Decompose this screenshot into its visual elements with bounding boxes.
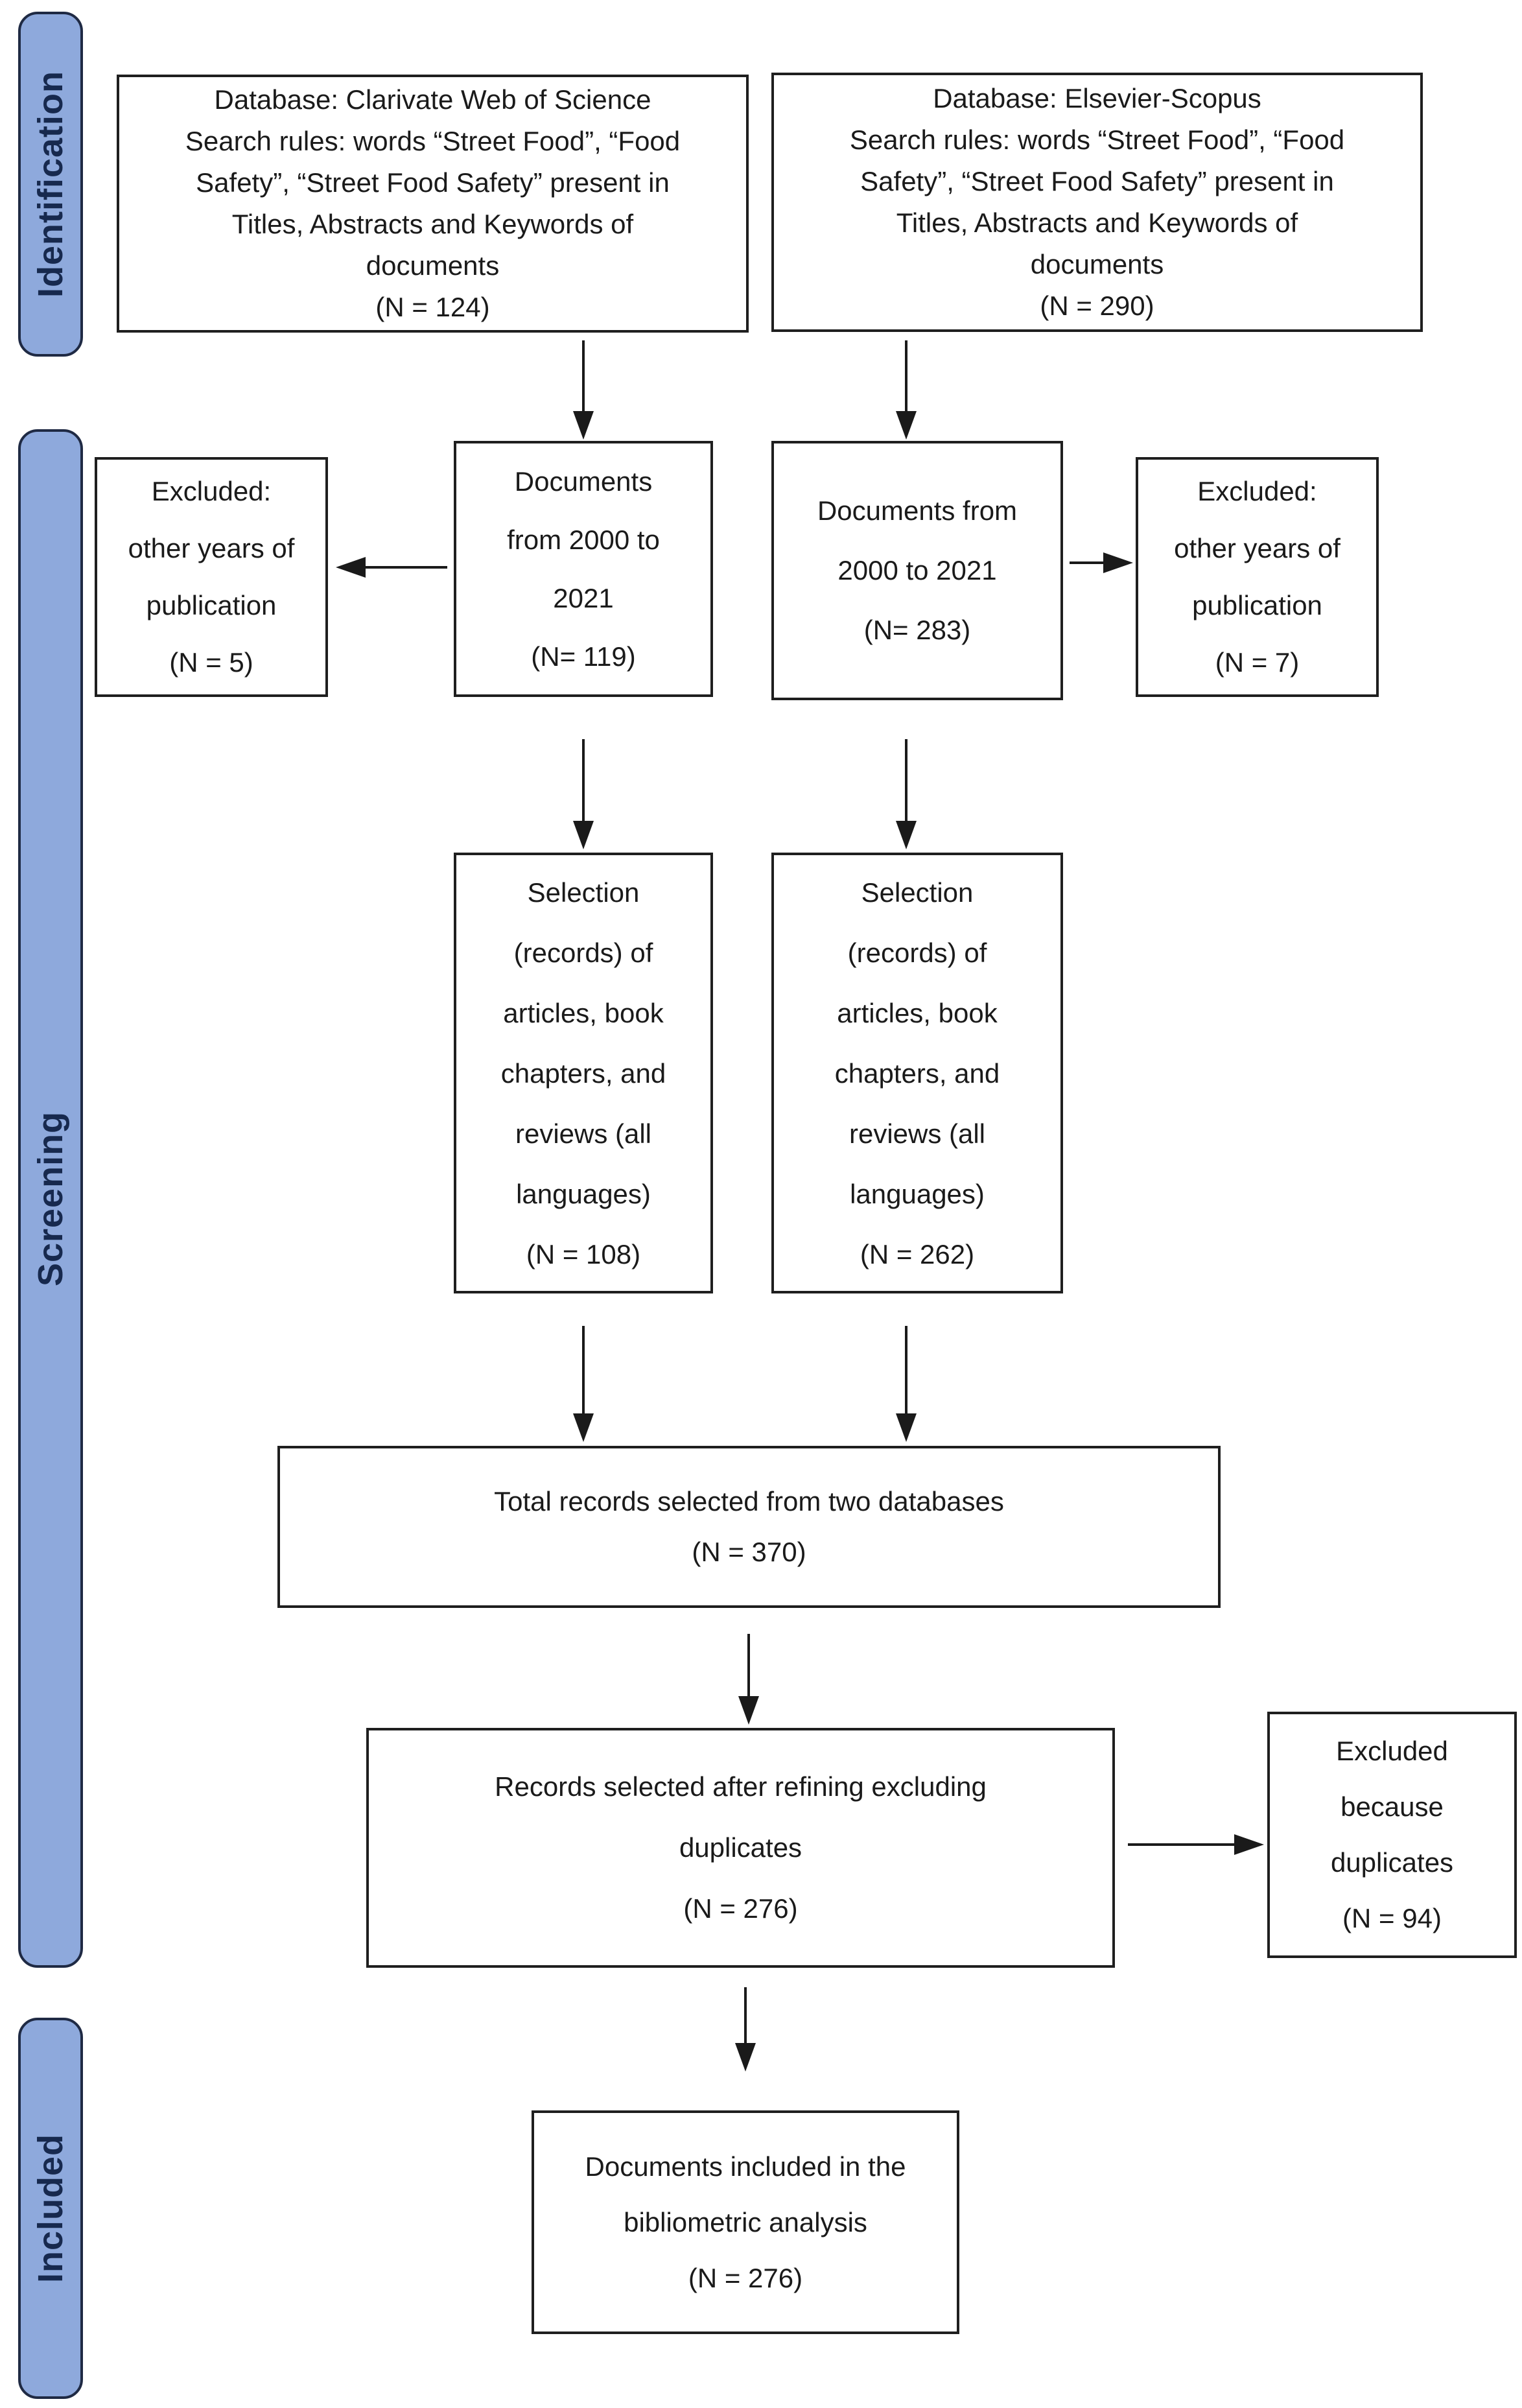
node-total-records: Total records selected from two database… <box>277 1446 1221 1608</box>
arrow-records-to-included <box>735 1987 756 2072</box>
text-line: documents <box>1030 249 1164 279</box>
text-line: 2021 <box>553 582 614 613</box>
text-line: publication <box>146 590 277 620</box>
stage-bar-included: Included <box>18 2018 83 2399</box>
text-line: Safety”, “Street Food Safety” present in <box>860 166 1334 196</box>
text-line: Database: Elsevier-Scopus <box>933 83 1261 113</box>
text-line: Selection <box>527 877 640 908</box>
node-scopus-docs-2000-2021: Documents from 2000 to 2021 (N= 283) <box>771 441 1063 700</box>
text-line: 2000 to 2021 <box>837 555 997 585</box>
text-line: articles, book <box>837 997 998 1028</box>
text-line: Documents included in the <box>585 2151 906 2182</box>
text-line: Excluded: <box>151 476 272 506</box>
text-line: (N = 262) <box>860 1238 975 1269</box>
arrow-scopus-search-to-docs <box>896 340 917 440</box>
text-line: (N = 94) <box>1342 1903 1442 1933</box>
text-line: (N = 370) <box>692 1537 806 1567</box>
stage-bar-screening: Screening <box>18 429 83 1968</box>
arrow-total-to-records <box>738 1634 759 1725</box>
text-line: Documents <box>514 466 653 497</box>
stage-label-included: Included <box>31 2133 71 2284</box>
text-line: Search rules: words “Street Food”, “Food <box>185 126 681 156</box>
text-line: (N = 276) <box>688 2262 803 2293</box>
text-line: Excluded <box>1336 1736 1448 1766</box>
stage-label-identification: Identification <box>31 71 70 298</box>
arrow-scopus-docs-to-excluded-years <box>1070 552 1133 573</box>
arrow-scopus-selection-to-total <box>896 1326 917 1442</box>
text-line: Search rules: words “Street Food”, “Food <box>849 124 1345 155</box>
text-line: because <box>1341 1791 1444 1822</box>
arrow-records-to-excluded-duplicates <box>1128 1834 1264 1855</box>
text-line: (N= 283) <box>863 615 971 645</box>
text-line: Titles, Abstracts and Keywords of <box>231 209 634 239</box>
text-line: documents <box>366 250 500 281</box>
text-line: (N= 119) <box>531 641 636 672</box>
text-line: other years of <box>128 533 295 563</box>
text-line: duplicates <box>1330 1847 1454 1878</box>
text-line: bibliometric analysis <box>624 2206 867 2237</box>
arrow-wos-search-to-docs <box>573 340 594 440</box>
text-line: Titles, Abstracts and Keywords of <box>896 207 1298 238</box>
text-line: other years of <box>1174 533 1341 563</box>
text-line: Documents from <box>817 495 1018 526</box>
text-line: chapters, and <box>500 1057 666 1089</box>
node-records-after-refining: Records selected after refining excludin… <box>366 1728 1115 1968</box>
text-line: languages) <box>850 1178 985 1209</box>
arrow-wos-docs-to-excluded-years <box>336 557 447 578</box>
text-line: (N = 5) <box>169 647 253 678</box>
text-line: (records) of <box>513 937 653 968</box>
text-line: reviews (all <box>515 1118 652 1149</box>
arrow-scopus-docs-to-selection <box>896 739 917 849</box>
text-line: languages) <box>516 1178 651 1209</box>
text-line: Safety”, “Street Food Safety” present in <box>196 167 670 198</box>
text-line: articles, book <box>503 997 664 1028</box>
node-included-documents: Documents included in the bibliometric an… <box>532 2110 959 2334</box>
text-line: (N = 290) <box>1040 290 1154 321</box>
text-line: (N = 108) <box>526 1238 641 1269</box>
text-line: duplicates <box>679 1832 802 1863</box>
node-wos-excluded-years: Excluded: other years of publication (N = 5… <box>95 457 328 697</box>
text-line: reviews (all <box>849 1118 986 1149</box>
text-line: (N = 124) <box>375 292 490 322</box>
text-line: Records selected after refining excludin… <box>495 1771 987 1802</box>
arrow-wos-docs-to-selection <box>573 739 594 849</box>
node-scopus-selection: Selection (records) of articles, book chapt… <box>771 853 1063 1293</box>
stage-label-screening: Screening <box>31 1111 70 1286</box>
text-line: Database: Clarivate Web of Science <box>214 84 651 115</box>
node-wos-docs-2000-2021: Documents from 2000 to 2021 (N= 119) <box>454 441 713 697</box>
text-line: Total records selected from two database… <box>494 1486 1004 1517</box>
text-line: (records) of <box>847 937 987 968</box>
arrow-wos-selection-to-total <box>573 1326 594 1442</box>
text-line: chapters, and <box>834 1057 1000 1089</box>
text-line: (N = 7) <box>1215 647 1300 678</box>
node-scopus-excluded-years: Excluded: other years of publication (N = 7… <box>1136 457 1379 697</box>
node-excluded-duplicates: Excluded because duplicates (N = 94) <box>1267 1712 1517 1958</box>
text-line: publication <box>1192 590 1322 620</box>
text-line: Selection <box>861 877 974 908</box>
text-line: from 2000 to <box>507 524 660 555</box>
text-line: (N = 276) <box>683 1893 798 1924</box>
text-line: Excluded: <box>1197 476 1317 506</box>
node-wos-selection: Selection (records) of articles, book chapt… <box>454 853 713 1293</box>
stage-bar-identification: Identification <box>18 12 83 357</box>
